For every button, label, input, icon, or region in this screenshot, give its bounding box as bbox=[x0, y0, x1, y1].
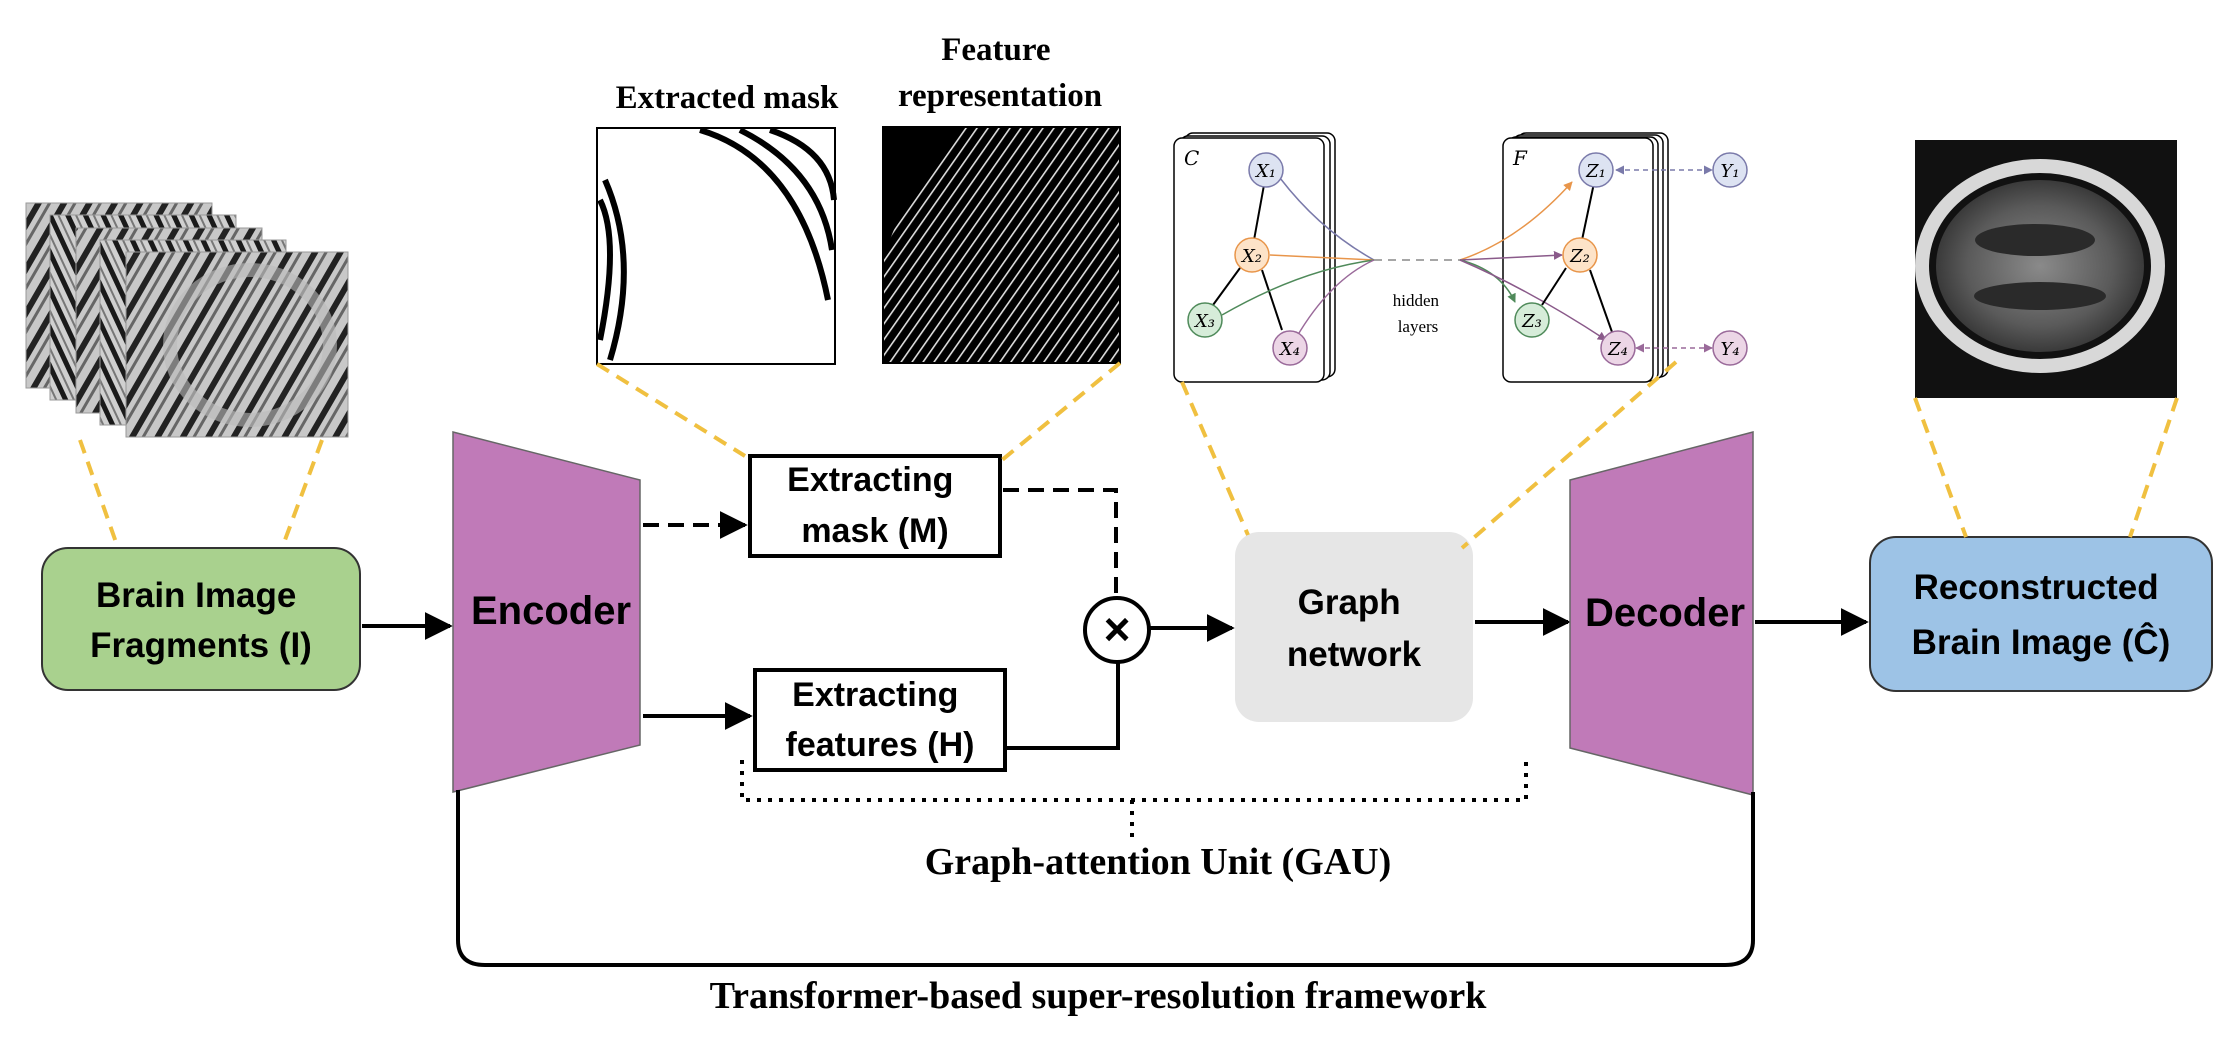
edge-z2-z3 bbox=[1541, 267, 1567, 306]
edge-x2-hidden bbox=[1269, 254, 1375, 261]
node-z2 bbox=[1562, 237, 1598, 273]
node-z3 bbox=[1514, 302, 1550, 338]
feature-dark-corner bbox=[883, 127, 960, 260]
framework-bracket bbox=[456, 790, 1755, 967]
extract-mask-label-1: Extracting bbox=[787, 461, 953, 499]
extracted-mask-caption: Extracted mask bbox=[616, 80, 839, 116]
reconstructed-box bbox=[1869, 536, 2213, 692]
multiply-symbol: × bbox=[1104, 603, 1131, 655]
extract-features-label-2: features (H) bbox=[786, 726, 975, 764]
gau-label: Graph-attention Unit (GAU) bbox=[925, 841, 1392, 883]
decoder-label: Decoder bbox=[1585, 591, 1745, 635]
node-x1-label: X₁ bbox=[1254, 161, 1276, 182]
edge-x2-x3 bbox=[1212, 267, 1241, 306]
edge-hidden-z4 bbox=[1459, 259, 1607, 341]
reconstructed-label-1: Reconstructed bbox=[1914, 568, 2159, 607]
node-y1 bbox=[1712, 152, 1748, 188]
graph-network-box bbox=[1235, 532, 1473, 722]
callout-graph-left bbox=[1180, 381, 1250, 536]
output-panel-label: F bbox=[1512, 146, 1528, 170]
feature-representation-image bbox=[882, 126, 1121, 364]
framework-label: Transformer-based super-resolution frame… bbox=[710, 975, 1488, 1017]
reconstructed-brain-image bbox=[1915, 140, 2177, 398]
graph-network-label-2: network bbox=[1287, 635, 1422, 674]
edge-z1-z2 bbox=[1581, 182, 1595, 241]
encoder-block bbox=[452, 431, 641, 793]
fragment-image-5 bbox=[125, 251, 349, 438]
extract-features-box bbox=[753, 668, 1007, 772]
edge-hidden-z1 bbox=[1459, 181, 1573, 261]
extract-mask-box bbox=[748, 454, 1002, 558]
edge-x3-hidden bbox=[1221, 259, 1375, 316]
node-y1-label: Y₁ bbox=[1720, 161, 1739, 182]
callout-brain-right bbox=[2128, 397, 2179, 538]
svg-text:Reconstructed Brain Image: Reconstructed Brain Image (Ĉ) bbox=[1912, 568, 2171, 662]
brain-tissue bbox=[1936, 180, 2144, 352]
edge-x1-x2 bbox=[1253, 184, 1265, 241]
fragment-ring bbox=[163, 263, 337, 427]
node-z4 bbox=[1600, 330, 1636, 366]
node-x2 bbox=[1234, 237, 1270, 273]
svg-text:Graph network: Graph network bbox=[1287, 583, 1422, 674]
feature-rep-caption-1: Feature bbox=[941, 32, 1050, 68]
multiply-node bbox=[1083, 596, 1151, 664]
reconstructed-label-2: Brain Image (Ĉ) bbox=[1912, 622, 2171, 662]
node-z1 bbox=[1578, 152, 1614, 188]
features-to-multiply bbox=[1007, 660, 1120, 750]
hidden-label-2: layers bbox=[1398, 317, 1439, 336]
svg-text:Extracting features (H): Extracting features (H) bbox=[786, 676, 975, 764]
svg-text:Brain Image Fragments (I): Brain Image Fragments (I) bbox=[90, 576, 312, 665]
extract-features-label-1: Extracting bbox=[792, 676, 958, 714]
mask-to-multiply bbox=[1003, 488, 1118, 600]
extract-mask-label-2: mask (M) bbox=[801, 512, 948, 550]
node-x4-label: X₄ bbox=[1278, 339, 1300, 360]
node-x3 bbox=[1187, 302, 1223, 338]
brain-ventricle-upper bbox=[1975, 224, 2095, 256]
callout-fragments-left bbox=[78, 439, 120, 549]
svg-text:hidden layers: hidden layers bbox=[1393, 291, 1444, 336]
callout-fragments-right bbox=[280, 439, 324, 549]
brain-fragments-box bbox=[41, 547, 361, 691]
extracted-mask-image bbox=[596, 127, 837, 365]
edge-x1-hidden bbox=[1279, 177, 1375, 261]
node-z4-label: Z₄ bbox=[1607, 339, 1628, 360]
svg-text:Feature representation: Feature representation bbox=[898, 32, 1102, 114]
encoder-label: Encoder bbox=[471, 589, 631, 633]
edge-hidden-z2 bbox=[1459, 250, 1563, 261]
brain-ventricle-lower bbox=[1974, 282, 2106, 310]
svg-text:Extracting mask (M): Extracting mask (M) bbox=[787, 461, 963, 550]
callout-graph-right bbox=[1460, 360, 1678, 550]
node-z2-label: Z₂ bbox=[1569, 246, 1590, 267]
graph-inset: C F hidden layers bbox=[1173, 132, 1748, 383]
node-y4-label: Y₄ bbox=[1720, 339, 1739, 360]
brain-skull bbox=[1915, 159, 2165, 373]
mask-arcs bbox=[597, 127, 837, 361]
callout-mask-left bbox=[595, 362, 747, 458]
edge-x2-x4 bbox=[1261, 269, 1283, 331]
input-panel-label: C bbox=[1184, 146, 1199, 170]
node-z3-label: Z₃ bbox=[1521, 311, 1542, 332]
graph-network-label-1: Graph bbox=[1298, 583, 1401, 622]
node-y4 bbox=[1712, 330, 1748, 366]
edge-x4-hidden bbox=[1295, 259, 1375, 339]
brain-fragments-label-2: Fragments (I) bbox=[90, 626, 312, 665]
node-x2-label: X₂ bbox=[1240, 246, 1262, 267]
callout-feature-right bbox=[1000, 361, 1122, 462]
node-x3-label: X₃ bbox=[1193, 311, 1215, 332]
node-x1 bbox=[1248, 152, 1284, 188]
mask-frame bbox=[596, 127, 836, 365]
node-x4 bbox=[1272, 330, 1308, 366]
hidden-label-1: hidden bbox=[1393, 291, 1440, 310]
node-z1-label: Z₁ bbox=[1585, 161, 1606, 182]
edge-z2-z4 bbox=[1589, 269, 1613, 333]
feature-rep-caption-2: representation bbox=[898, 78, 1102, 114]
brain-fragment-images bbox=[25, 202, 349, 438]
brain-fragments-label-1: Brain Image bbox=[96, 576, 296, 615]
callout-brain-left bbox=[1913, 397, 1968, 538]
